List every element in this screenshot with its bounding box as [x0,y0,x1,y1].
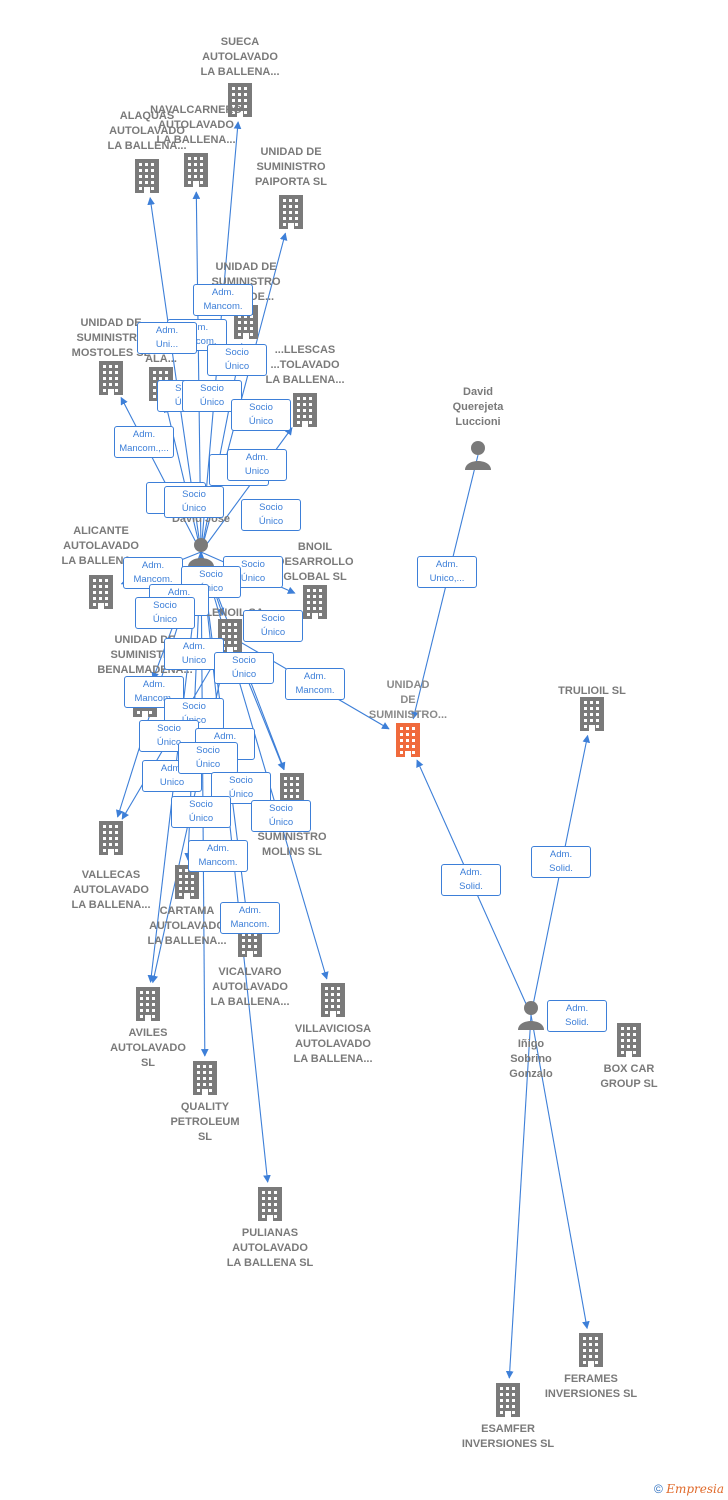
building-icon [225,83,255,117]
building-icon [190,1061,220,1095]
relation-edge [200,427,293,553]
person-icon [186,535,216,569]
edge-role-label[interactable]: Adm. Solid. [531,846,591,878]
edge-role-label[interactable]: Adm. Uni... [137,322,197,354]
copyright-symbol: © [654,1482,663,1496]
edge-role-label[interactable]: Socio Único [243,610,303,642]
edge-role-label[interactable]: Socio Único [251,800,311,832]
node-label: QUALITY PETROLEUM SL [170,1101,240,1143]
node-label: ALAQUAS AUTOLAVADO LA BALLENA... [107,110,187,152]
edge-role-label[interactable]: Adm. Mancom.,... [114,426,174,458]
node-label: CARTAMA AUTOLAVADO LA BALLENA... [147,905,227,947]
node-label: AVILES AUTOLAVADO SL [110,1027,186,1069]
building-icon [576,1333,606,1367]
node-label: BNOIL DESARROLLO GLOBAL SL [276,541,354,583]
edge-role-label[interactable]: Adm. Solid. [547,1000,607,1032]
building-icon [133,987,163,1021]
relation-edge [120,396,202,553]
node-label: BOX CAR GROUP SL [600,1063,658,1090]
edge-role-label[interactable]: Adm. Mancom. [220,902,280,934]
building-icon [96,821,126,855]
node-label: UNIDAD DE SUMINISTRO MOSTOLES SL [71,317,151,359]
edge-role-label[interactable]: Adm. Mancom. [123,557,183,589]
edge-role-label[interactable]: Adm. Unico [227,449,287,481]
edge-role-label[interactable]: Adm. Mancom. [188,840,248,872]
node-label: ...LLESCAS ...TOLAVADO LA BALLENA... [265,344,345,386]
footer-brand[interactable]: © Empresia [654,1482,724,1496]
building-icon [276,195,306,229]
building-icon [181,153,211,187]
building-icon [290,393,320,427]
node-label: ESAMFER INVERSIONES SL [461,1423,555,1450]
node-label: UNIDAD DE SUMINISTRO PAIPORTA SL [255,146,327,188]
node-label: TRULIOIL SL [558,685,626,697]
node-label: SUECA AUTOLAVADO LA BALLENA... [200,36,280,78]
edge-role-label[interactable]: Socio Único [178,742,238,774]
edge-role-label[interactable]: Socio Único [135,597,195,629]
edge-role-label[interactable]: Adm. Mancom. [285,668,345,700]
relation-edge [530,1014,590,1330]
node-label: VICALVARO AUTOLAVADO LA BALLENA... [210,966,290,1008]
building-icon [255,1187,285,1221]
edge-role-label[interactable]: Adm. Unico,... [417,556,477,588]
node-label: UNIDAD DE SUMINISTRO... [368,679,448,721]
building-icon [393,723,423,757]
edge-role-label[interactable]: Adm. Mancom. [193,284,253,316]
edge-role-label[interactable]: Socio Único [171,796,231,828]
building-icon [300,585,330,619]
building-icon [318,983,348,1017]
edge-role-label[interactable]: Adm. Solid. [441,864,501,896]
edge-role-label[interactable]: Socio Único [241,499,301,531]
edge-role-label[interactable]: Socio Único [231,399,291,431]
edge-role-label[interactable]: Socio Único [164,486,224,518]
person-icon [463,438,493,472]
node-label: VALLECAS AUTOLAVADO LA BALLENA... [71,869,151,911]
node-label: VILLAVICIOSA AUTOLAVADO LA BALLENA... [293,1023,373,1065]
edge-role-label[interactable]: Socio Único [207,344,267,376]
edge-role-label[interactable]: Socio Único [214,652,274,684]
building-icon [614,1023,644,1057]
relation-edge [505,1014,532,1379]
person-icon [516,998,546,1032]
building-icon [86,575,116,609]
building-icon [215,619,245,653]
node-label: FERAMES INVERSIONES SL [544,1373,638,1400]
node-label: Iñigo Sobrino Gonzalo [509,1038,553,1080]
building-icon [493,1383,523,1417]
node-label: NAVALCARNERO AUTOLAVADO LA BALLENA... [150,104,242,146]
node-label: David Querejeta Luccioni [452,386,504,428]
building-icon [132,159,162,193]
building-icon [577,697,607,731]
building-icon [96,361,126,395]
node-label: PULIANAS AUTOLAVADO LA BALLENA SL [226,1227,314,1269]
empresia-logo: Empresia [666,1482,724,1496]
